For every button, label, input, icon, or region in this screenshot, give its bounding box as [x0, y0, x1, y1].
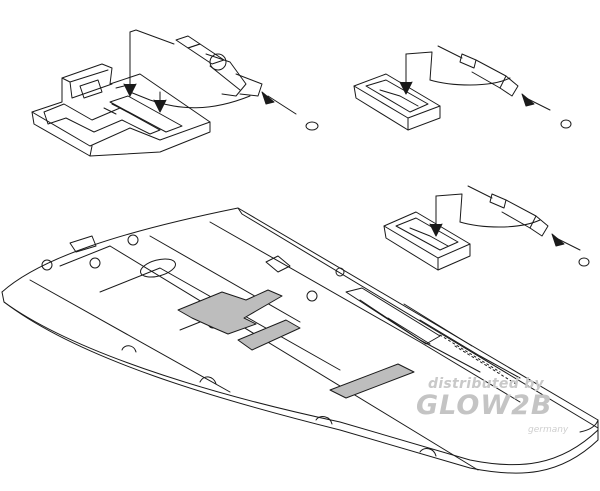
detail-large-tray: [31, 31, 211, 157]
watermark-country: germany: [528, 425, 569, 435]
detail-plug-large: [129, 29, 319, 131]
detail-small-tray-2: [383, 193, 541, 271]
watermark: distributed by GLOW2B germany: [408, 376, 588, 446]
panel-right: [329, 363, 415, 399]
detail-small-tray-1: [353, 51, 511, 131]
panel-middle: [237, 319, 301, 351]
watermark-distributed-by: distributed by: [428, 376, 544, 392]
wing-outline: [1, 207, 599, 474]
detail-small-plug-2: [467, 185, 590, 267]
shaded-panels: [177, 289, 415, 399]
watermark-logo: GLOW2B: [416, 390, 553, 421]
detail-small-plug-1: [437, 45, 572, 129]
panel-t-shape: [177, 289, 283, 335]
